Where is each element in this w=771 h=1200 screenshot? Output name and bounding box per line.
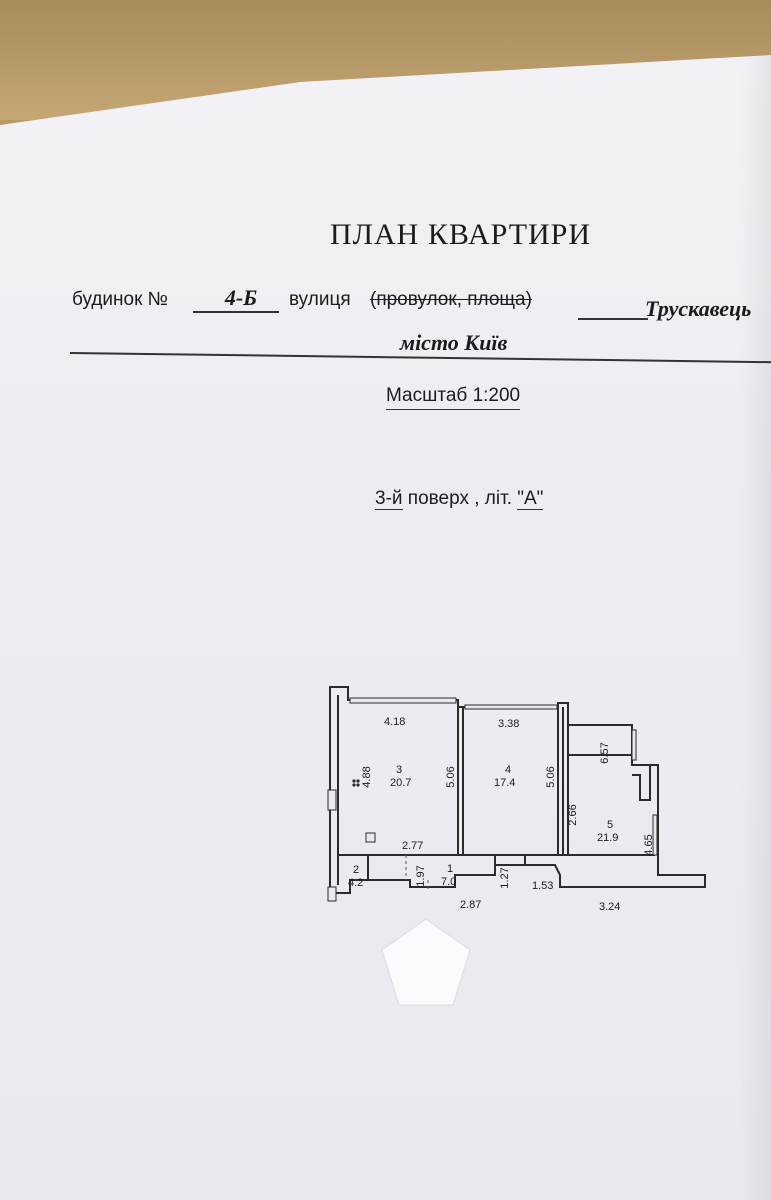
city-name: місто Київ <box>400 330 508 355</box>
scale-label: Масштаб 1:200 <box>386 385 521 410</box>
window-top-left <box>349 697 457 704</box>
dim-passage-height: 1.27 <box>499 867 511 888</box>
dim-height-room3: 4.88 <box>361 766 373 787</box>
dim-room1-width: 2.87 <box>460 899 481 911</box>
redaction-pentagon <box>381 918 471 1006</box>
wall-room3-room4 <box>457 707 464 855</box>
floor-line: 3-й поверх , літ. "А" <box>375 488 544 510</box>
window-bay <box>631 729 637 761</box>
house-number: 4-Б <box>224 285 258 310</box>
room1-number: 1 <box>447 863 453 875</box>
floor-text: поверх , літ. <box>402 488 518 509</box>
room5-area: 21.9 <box>597 832 618 844</box>
street-underline <box>578 318 648 320</box>
wall-room4-room5 <box>557 707 564 855</box>
room2-area: 4.2 <box>348 877 363 889</box>
house-label: будинок № <box>72 289 169 310</box>
document-title: ПЛАН КВАРТИРИ <box>330 218 592 251</box>
dim-room5-upper: 6.57 <box>599 742 611 763</box>
window-top-mid <box>464 704 558 710</box>
dim-room5-bottom: 3.24 <box>599 901 620 913</box>
room4-number: 4 <box>505 764 511 776</box>
radiator-left <box>327 789 337 811</box>
house-underline <box>193 311 279 313</box>
dim-room1-height: 1.97 <box>415 865 427 886</box>
floor-number: 3-й <box>375 488 403 510</box>
stove-icon <box>352 779 356 783</box>
sink-icon <box>365 832 376 843</box>
corridor-step <box>494 855 526 865</box>
window-right <box>652 814 658 856</box>
dim-room5-right: 4.65 <box>643 834 655 855</box>
street-struck-options: (провулок, площа) <box>370 289 532 310</box>
street-label: вулиця <box>289 289 351 310</box>
floor-plan: 4.18 3.38 3 20.7 4.88 5.06 4 17.4 5.06 6… <box>327 686 706 913</box>
dim-top-room3: 4.18 <box>384 716 405 728</box>
street-name: Трускавець <box>645 296 752 321</box>
room3-number: 3 <box>396 764 402 776</box>
room2-number: 2 <box>353 864 359 876</box>
door-swing-1 <box>405 855 429 890</box>
dim-passage-width: 1.53 <box>532 880 553 892</box>
dim-corridor-wall: 2.66 <box>567 804 579 825</box>
room4-area: 17.4 <box>494 777 515 789</box>
dim-height-room4: 5.06 <box>545 766 557 787</box>
dim-height-room3-right: 5.06 <box>445 766 457 787</box>
sheet-shadow <box>740 55 771 1200</box>
room3-area: 20.7 <box>390 777 411 789</box>
radiator-bottom <box>327 886 337 902</box>
room5-bay <box>632 764 651 801</box>
floor-letter: "А" <box>517 488 544 510</box>
room5-number: 5 <box>607 819 613 831</box>
dim-top-room4: 3.38 <box>498 718 519 730</box>
dim-hall-width: 2.77 <box>402 840 423 852</box>
room5-inner <box>567 725 632 855</box>
room1-area: 7.0 <box>441 876 456 888</box>
wall-room2 <box>338 854 369 880</box>
